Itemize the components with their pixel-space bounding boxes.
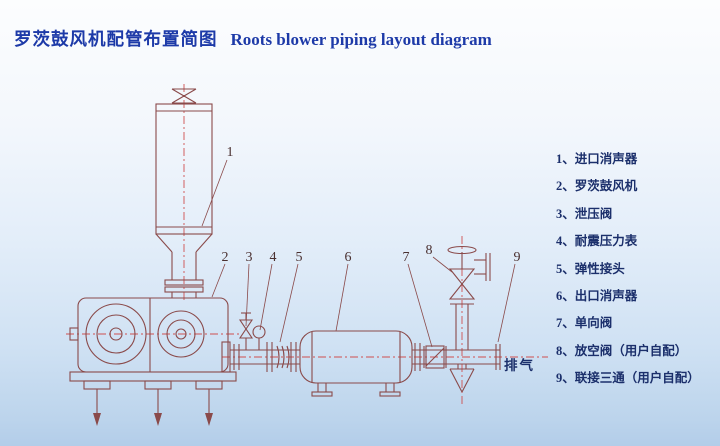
page-title: 罗茨鼓风机配管布置简图 Roots blower piping layout d… [14, 26, 492, 51]
callout-8: 8 [426, 243, 433, 258]
legend-item-4: 4、耐震压力表 [556, 234, 638, 249]
callout-3: 3 [246, 250, 253, 265]
callout-1: 1 [227, 145, 234, 160]
callout-9: 9 [514, 250, 521, 265]
title-english: Roots blower piping layout diagram [230, 30, 492, 49]
callout-4: 4 [270, 250, 277, 265]
legend-item-2: 2、罗茨鼓风机 [556, 179, 638, 194]
legend-item-8: 8、放空阀（用户自配） [556, 343, 688, 358]
tee-drain [449, 364, 475, 393]
pressure-gauge [252, 325, 266, 350]
callout-leaders [201, 159, 516, 348]
flexible-joint [266, 342, 297, 372]
callout-5: 5 [296, 250, 303, 265]
anchor-bolt-arrows [93, 389, 213, 426]
callout-2: 2 [222, 250, 229, 265]
exhaust-label: 排气 [504, 357, 535, 373]
vent-valve [447, 245, 491, 350]
outlet-pipe [412, 343, 501, 371]
legend-item-7: 7、单向阀 [556, 316, 613, 331]
outlet-silencer [299, 330, 413, 397]
callout-7: 7 [403, 250, 410, 265]
legend-item-9: 9、联接三通（用户自配） [556, 371, 700, 386]
callout-6: 6 [345, 250, 352, 265]
legend-item-6: 6、出口消声器 [556, 289, 638, 304]
title-chinese: 罗茨鼓风机配管布置简图 [14, 29, 218, 49]
inlet-silencer [155, 88, 213, 298]
centerlines [66, 84, 548, 404]
check-valve [423, 345, 447, 369]
legend-item-3: 3、泄压阀 [556, 206, 613, 221]
legend-item-5: 5、弹性接头 [556, 261, 625, 276]
legend-item-1: 1、进口消声器 [556, 152, 638, 166]
roots-blower [69, 297, 237, 390]
legend: 1、进口消声器 2、罗茨鼓风机 3、泄压阀 4、耐震压力表 5、弹性接头 6、出… [556, 146, 700, 393]
